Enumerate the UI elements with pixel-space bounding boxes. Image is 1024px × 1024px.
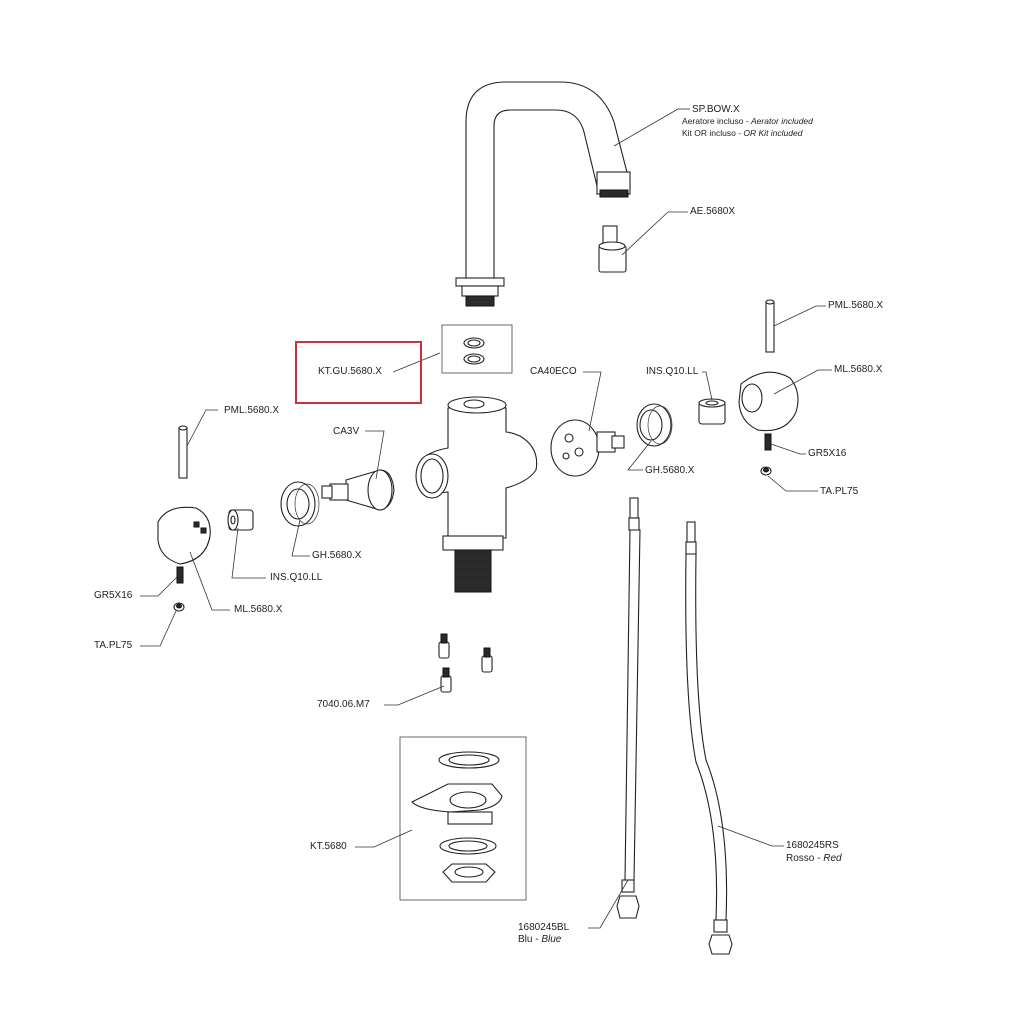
pin-right-part: [765, 299, 775, 353]
label-ring-left: GH.5680.X: [312, 550, 362, 561]
cap-left-part: [173, 602, 185, 612]
fixing-kit-box: [399, 736, 527, 901]
grub-left-part: [176, 566, 184, 584]
stud-parts: [438, 633, 493, 693]
hose-blue-part: [616, 497, 641, 919]
hose-red-part: [685, 521, 733, 955]
label-spout-note-aerator-it: Aeratore incluso -: [682, 116, 751, 126]
label-cartridge-3v: CA3V: [333, 426, 360, 437]
highlight-box: [295, 341, 422, 404]
label-ring-right: GH.5680.X: [645, 465, 695, 476]
label-hose-red-it: Rosso -: [786, 853, 824, 864]
label-grub-left: GR5X16: [94, 590, 133, 601]
handle-right-part: [738, 371, 799, 432]
label-insert-right: INS.Q10.LL: [646, 366, 699, 377]
fixing-kit-part: [411, 751, 503, 883]
label-hose-red-color: Rosso - Red: [786, 853, 842, 865]
label-stud: 7040.06.M7: [317, 699, 370, 710]
cartridge-eco-part: [550, 419, 625, 477]
insert-left-part: [227, 509, 254, 531]
label-handle-right: ML.5680.X: [834, 364, 883, 375]
label-spout-note-aerator: Aeratore incluso - Aerator included: [682, 116, 813, 127]
pin-left-part: [178, 425, 188, 479]
label-pin-right: PML.5680.X: [828, 300, 884, 311]
cartridge-3v-part: [321, 469, 395, 511]
label-cap-left: TA.PL75: [94, 640, 133, 651]
label-handle-left: ML.5680.X: [234, 604, 283, 615]
mixer-body-part: [415, 396, 538, 593]
label-aerator: AE.5680X: [690, 206, 736, 217]
gasket-kit-box: [441, 324, 513, 374]
label-hose-red: 1680245RS: [786, 840, 839, 851]
insert-right-part: [698, 398, 726, 425]
label-spout-note-orkit: Kit OR incluso - OR Kit included: [682, 128, 802, 139]
label-hose-blue-en: Blue: [541, 934, 562, 945]
label-hose-blue-color: Blu - Blue: [518, 934, 561, 946]
gasket-kit-part: [463, 337, 485, 365]
label-hose-blue: 1680245BL: [518, 922, 570, 933]
label-hose-blue-it: Blu -: [518, 934, 542, 945]
label-spout-note-orkit-en: OR Kit included: [743, 128, 803, 138]
label-fixing-kit: KT.5680: [310, 841, 347, 852]
label-spout-note-orkit-it: Kit OR incluso -: [682, 128, 744, 138]
label-gasket-kit: KT.GU.5680.X: [318, 366, 382, 377]
grub-right-part: [764, 433, 772, 451]
ring-right-part: [636, 403, 673, 447]
label-spout: SP.BOW.X: [692, 104, 740, 115]
label-cartridge-eco: CA40ECO: [530, 366, 577, 377]
handle-left-part: [157, 506, 211, 565]
label-insert-left: INS.Q10.LL: [270, 572, 323, 583]
label-grub-right: GR5X16: [808, 448, 847, 459]
label-spout-note-aerator-en: Aerator included: [750, 116, 813, 126]
label-cap-right: TA.PL75: [820, 486, 859, 497]
label-pin-left: PML.5680.X: [224, 405, 280, 416]
ring-left-part: [280, 481, 320, 527]
label-hose-red-en: Red: [823, 853, 842, 864]
spout-part: [455, 81, 631, 307]
aerator-part: [598, 225, 627, 273]
cap-right-part: [760, 466, 772, 476]
